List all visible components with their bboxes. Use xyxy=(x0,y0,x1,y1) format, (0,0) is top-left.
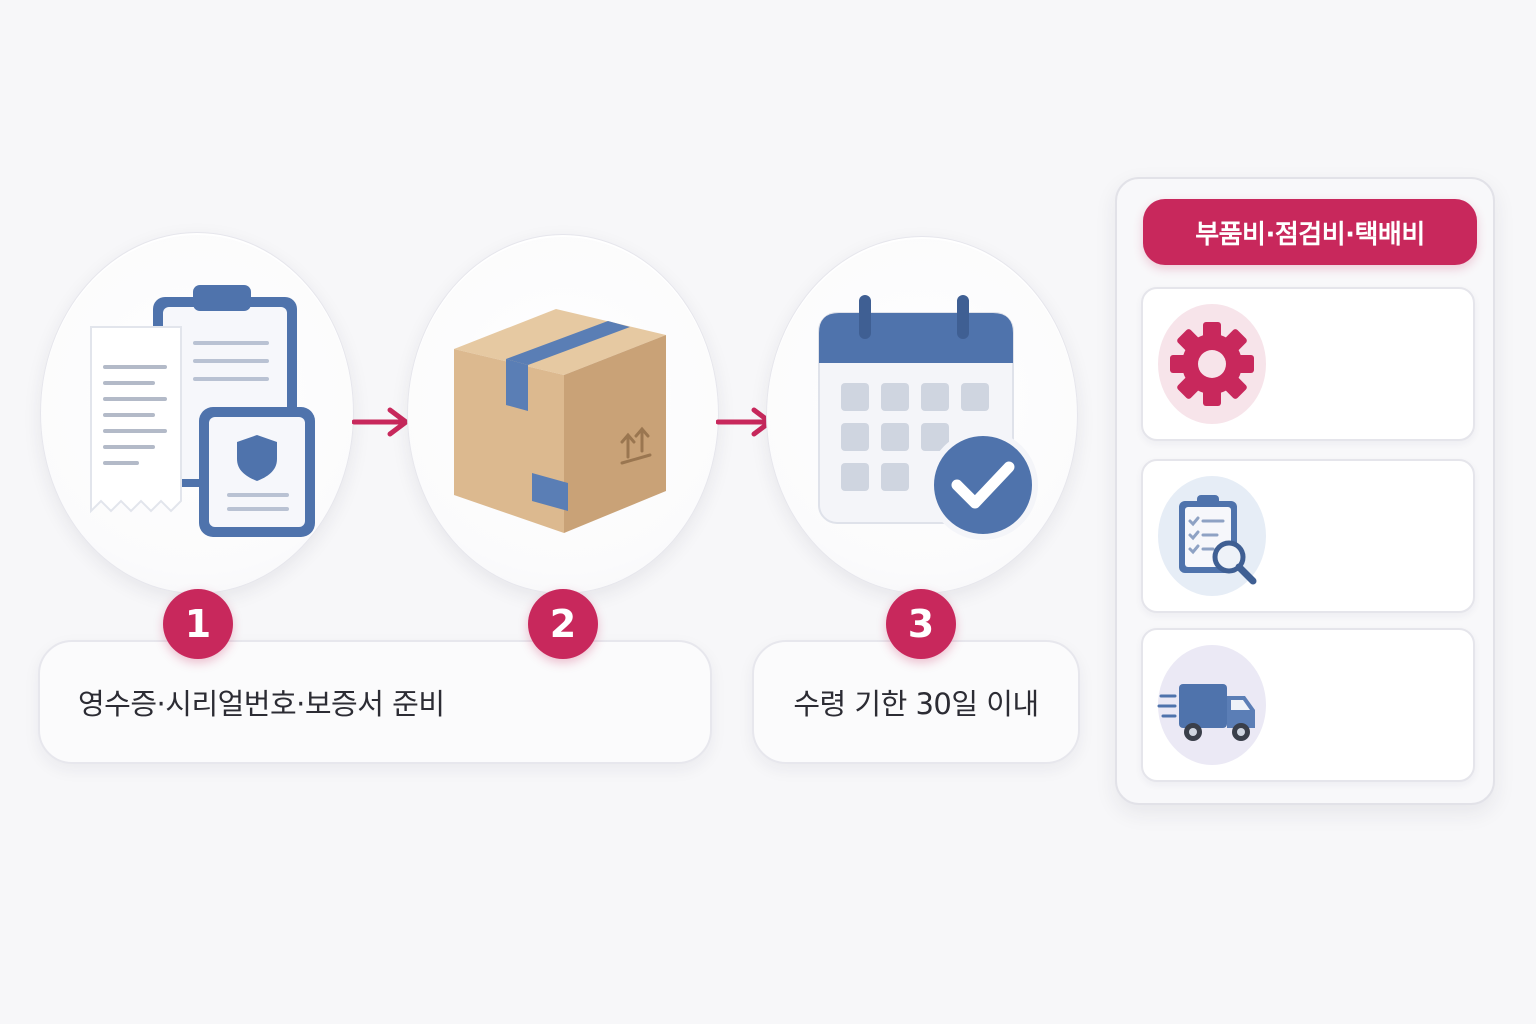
receipt-clipboard-warranty-icon xyxy=(90,285,315,537)
gear-icon xyxy=(1157,303,1267,425)
step-1-circle xyxy=(40,232,354,594)
delivery-truck-icon xyxy=(1157,644,1267,766)
prepare-documents-text: 영수증·시리얼번호·보증서 준비 xyxy=(78,687,445,721)
inspection-clipboard-icon xyxy=(1157,475,1267,597)
cost-item-parts xyxy=(1141,287,1475,441)
calendar-check-icon xyxy=(818,295,1038,540)
cost-item-shipping xyxy=(1141,628,1475,782)
flow-arrow-1 xyxy=(352,407,409,437)
shipping-box-icon xyxy=(454,309,666,533)
step-2-badge: 2 xyxy=(528,589,598,659)
step-3-badge: 3 xyxy=(886,589,956,659)
deadline-text: 수령 기한 30일 이내 xyxy=(793,687,1039,721)
prepare-documents-caption: 영수증·시리얼번호·보증서 준비 xyxy=(38,640,712,764)
step-3-circle xyxy=(766,236,1078,594)
step-2-circle xyxy=(407,234,719,594)
cost-panel: 부품비·점검비·택배비 xyxy=(1115,177,1495,805)
cost-item-inspection xyxy=(1141,459,1475,613)
step-1-badge: 1 xyxy=(163,589,233,659)
cost-header: 부품비·점검비·택배비 xyxy=(1143,199,1477,265)
